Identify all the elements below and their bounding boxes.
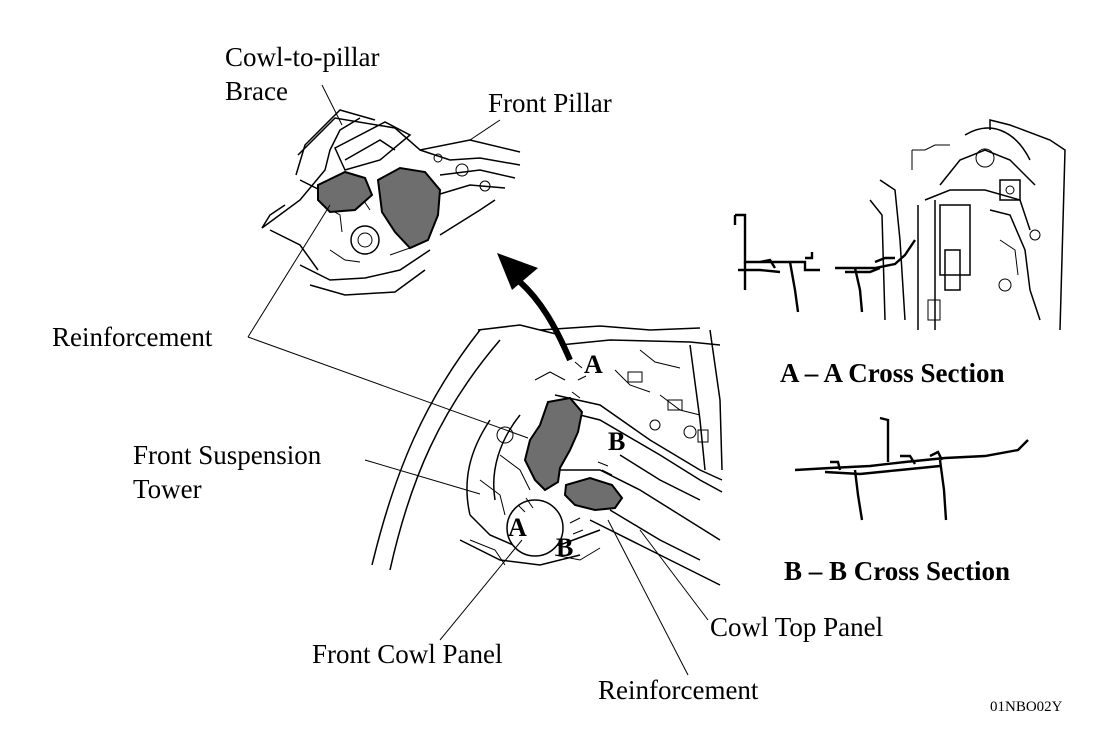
figure-code: 01NBO02Y [990,699,1063,715]
front-pillar-label: Front Pillar [488,88,612,118]
section-mark-b-mid: B [608,427,625,456]
section-mark-a-top: A [584,350,603,379]
front-suspension-tower-label-line1: Front Suspension [133,440,322,470]
b-b-section-drawing [794,416,1029,521]
cowl-top-panel-label: Cowl Top Panel [710,612,883,642]
a-a-cross-section-title: A – A Cross Section [780,358,1005,388]
section-markers [517,361,613,535]
cowl-to-pillar-brace-label-line2: Brace [225,76,288,106]
front-cowl-panel-label: Front Cowl Panel [312,639,503,669]
a-a-section-drawing [733,119,1066,331]
section-mark-a-circle: A [508,513,527,542]
reinforcement-label-bottom: Reinforcement [598,675,759,705]
cowl-to-pillar-brace-label-line1: Cowl-to-pillar [225,42,379,72]
curved-arrow [497,253,573,362]
leader-lines [247,84,709,676]
front-suspension-tower-label-line2: Tower [133,474,202,504]
main-illustration [371,324,723,586]
reinforcement-label-left: Reinforcement [52,322,213,352]
b-b-cross-section-title: B – B Cross Section [784,556,1010,586]
upper-inset-illustration [261,109,521,296]
section-mark-b-low: B [556,533,573,562]
